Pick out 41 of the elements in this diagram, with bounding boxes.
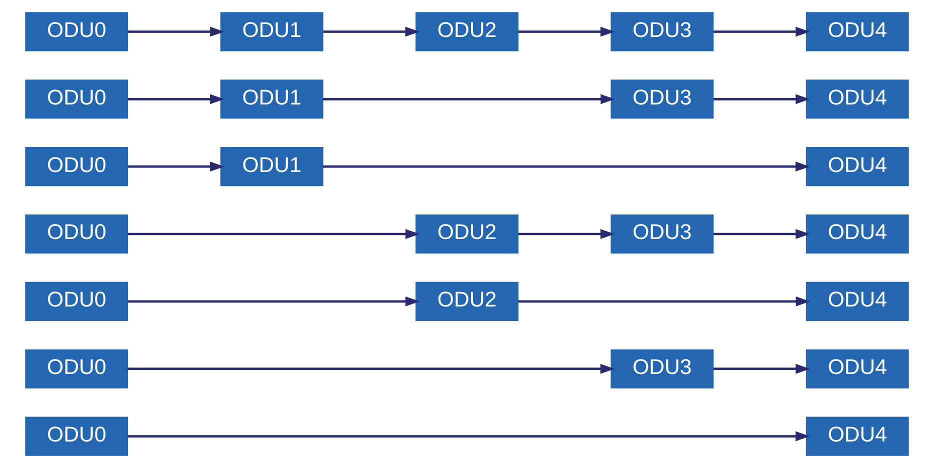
- node-box: ODU1: [220, 12, 324, 52]
- arrow: [128, 296, 420, 306]
- arrow: [714, 94, 810, 104]
- node-box: ODU0: [25, 416, 128, 456]
- arrow: [518, 229, 615, 239]
- node-box: ODU4: [806, 12, 909, 52]
- node-box: ODU0: [25, 80, 128, 119]
- node-box: ODU4: [806, 147, 909, 186]
- node-box: ODU4: [806, 416, 909, 456]
- arrow: [128, 26, 224, 37]
- node-box: ODU1: [220, 147, 324, 186]
- arrow: [322, 94, 615, 104]
- arrow: [128, 431, 810, 442]
- arrow: [714, 364, 810, 374]
- node-box: ODU0: [25, 282, 128, 321]
- arrow: [518, 26, 615, 37]
- node-box: ODU0: [25, 147, 128, 186]
- node-box: ODU0: [25, 349, 128, 388]
- arrow: [128, 162, 224, 172]
- arrow: [322, 162, 810, 172]
- node-box: ODU3: [610, 214, 714, 254]
- arrow: [714, 26, 810, 37]
- arrow: [323, 26, 420, 37]
- arrow: [518, 296, 810, 306]
- node-box: ODU1: [220, 80, 324, 119]
- node-box: ODU4: [806, 349, 909, 388]
- node-box: ODU2: [416, 214, 518, 254]
- node-box: ODU3: [610, 12, 714, 52]
- node-box: ODU4: [806, 214, 909, 254]
- arrow: [714, 229, 810, 239]
- node-box: ODU4: [806, 282, 909, 321]
- node-box: ODU0: [25, 214, 128, 254]
- node-box: ODU2: [416, 12, 518, 52]
- node-box: ODU0: [25, 12, 128, 52]
- node-box: ODU4: [806, 80, 909, 119]
- arrow: [128, 229, 420, 239]
- arrow: [128, 364, 615, 374]
- node-box: ODU2: [416, 282, 518, 321]
- arrow: [128, 94, 224, 104]
- node-box: ODU3: [610, 80, 714, 119]
- node-box: ODU3: [610, 349, 714, 388]
